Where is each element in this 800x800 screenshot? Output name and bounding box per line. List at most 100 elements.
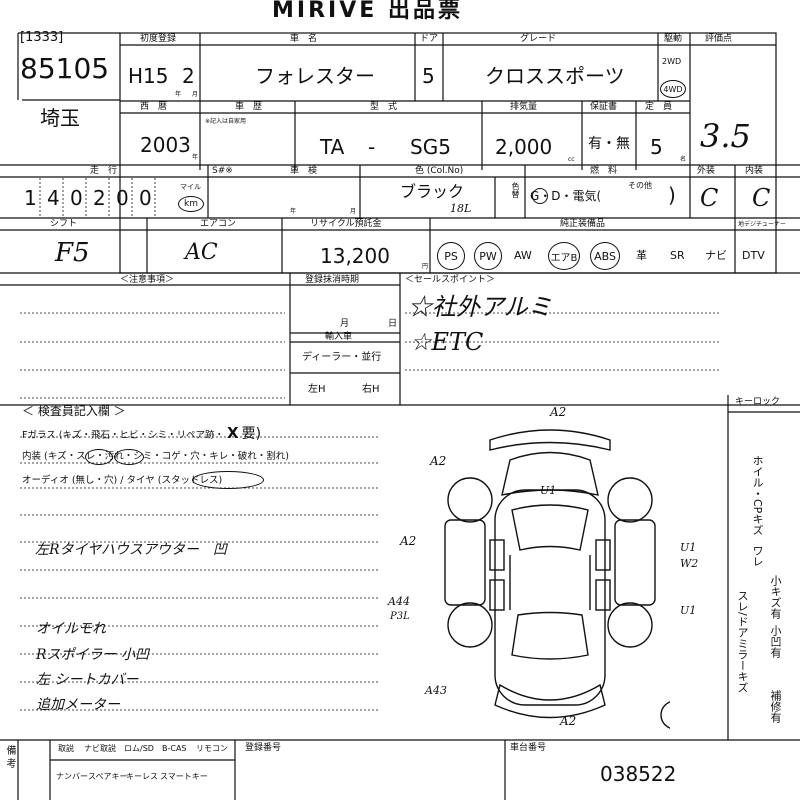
field-model-prefix: TA bbox=[320, 135, 345, 159]
field-score: 3.5 bbox=[700, 117, 751, 155]
field-ext-score: C bbox=[700, 184, 719, 212]
field-fuel-options: G・D・電気( bbox=[530, 189, 602, 203]
label-rating: 評価点 bbox=[705, 34, 733, 44]
label-import: 輸入車 bbox=[325, 332, 353, 342]
field-capacity: 5 bbox=[650, 135, 663, 159]
label-bikou: 備考 bbox=[4, 745, 15, 771]
field-warranty: 有・無 bbox=[588, 136, 630, 152]
lot-region: 埼玉 bbox=[40, 106, 80, 130]
field-int-score: C bbox=[752, 184, 771, 212]
equip-airbag: エアB bbox=[548, 242, 580, 270]
label-recovery: 登録抹消時期 bbox=[305, 275, 360, 285]
side-note-1: ホイル・CPキズ bbox=[751, 455, 764, 536]
fglass-x: X bbox=[227, 424, 239, 442]
mileage-digit-1: 1 bbox=[24, 186, 37, 210]
label-year-west: 西 暦 bbox=[140, 102, 168, 112]
sales-line-1: ☆社外アルミ bbox=[408, 293, 552, 321]
field-shift: F5 bbox=[55, 238, 90, 268]
brand-title: MIRIVE 出品票 bbox=[272, 0, 463, 22]
field-color-name: ブラック bbox=[400, 182, 465, 201]
note-hand-3: Rスポイラー 小凹 bbox=[36, 647, 149, 663]
equip-sr: SR bbox=[670, 249, 685, 262]
label-dealer: ディーラー・並行 bbox=[302, 352, 382, 363]
bottom-item-9: スマートキー bbox=[160, 772, 208, 781]
diag-mark-a43: A43 bbox=[425, 684, 447, 697]
label-capacity: 定 員 bbox=[645, 102, 673, 112]
mileage-digit-6: 0 bbox=[139, 186, 152, 210]
label-exterior: 外装 bbox=[697, 166, 716, 176]
label-displacement: 排気量 bbox=[510, 102, 538, 112]
lot-number: 85105 bbox=[20, 52, 110, 85]
diag-mark-u1-right: U1 bbox=[680, 541, 697, 554]
equip-ps: PS bbox=[437, 242, 465, 270]
label-history: 車 歴 bbox=[235, 102, 263, 112]
mileage-digit-2: 4 bbox=[47, 186, 60, 210]
field-year: 2003 bbox=[140, 133, 191, 157]
note-hand-5: 追加メーター bbox=[36, 697, 120, 713]
equip-airbag-label: エアB bbox=[550, 252, 578, 264]
label-chassis-no: 車台番号 bbox=[510, 743, 547, 753]
lot-bracket: [1333] bbox=[20, 30, 64, 45]
tire-studless-circle bbox=[192, 471, 264, 489]
label-cc: cc bbox=[568, 156, 575, 163]
diag-mark-a2-top: A2 bbox=[550, 405, 567, 419]
field-model-dash: - bbox=[368, 135, 376, 159]
mileage-digit-5: 0 bbox=[116, 186, 129, 210]
label-mile: マイル bbox=[180, 183, 201, 191]
equip-abs-label: ABS bbox=[594, 249, 616, 263]
field-color-code: 18L bbox=[450, 202, 472, 215]
label-drive: 駆動 bbox=[664, 34, 683, 44]
unit-km-text: km bbox=[184, 199, 198, 209]
label-inspection: 車 検 bbox=[290, 166, 318, 176]
bottom-item-7: スペアキー bbox=[88, 772, 128, 781]
drive-2wd: 2WD bbox=[662, 57, 682, 66]
diag-mark-a44: A44 bbox=[388, 595, 410, 608]
bottom-item-3: ロム/SD bbox=[124, 744, 154, 753]
label-keylock: キーロック bbox=[735, 397, 781, 407]
fglass-req: 要) bbox=[241, 426, 262, 442]
interior-row: 内装 (キズ・スレ・汚れ・シミ・コゲ・穴・キレ・破れ・割れ) bbox=[22, 451, 289, 462]
label-sales-point-text: セールスポイント bbox=[414, 275, 487, 285]
label-sonota: その他 bbox=[628, 181, 652, 190]
unit-km-circled: km bbox=[178, 196, 204, 212]
label-insp-year: 年 bbox=[290, 208, 297, 215]
side-note-5: 補修有 bbox=[769, 690, 782, 723]
label-recovery-month: 月 bbox=[340, 319, 350, 329]
bottom-item-1: 取説 bbox=[58, 744, 74, 753]
drive-4wd-text: 4WD bbox=[663, 84, 683, 94]
diag-mark-u1-hood: U1 bbox=[540, 484, 557, 497]
field-chassis-number: 038522 bbox=[600, 762, 677, 786]
equip-aw: AW bbox=[514, 249, 532, 262]
equip-pw-label: PW bbox=[479, 249, 497, 263]
field-model: SG5 bbox=[410, 135, 451, 159]
field-doors: 5 bbox=[422, 64, 435, 88]
label-handle-right: 右H bbox=[362, 384, 380, 395]
label-warranty: 保証書 bbox=[590, 102, 618, 112]
diag-mark-a2-bottom: A2 bbox=[560, 714, 577, 728]
bottom-item-2: ナビ取説 bbox=[84, 744, 116, 753]
bottom-item-8: キーレス bbox=[126, 772, 158, 781]
bottom-item-6: ナンバー bbox=[56, 772, 88, 781]
label-notes-text: 注意事項 bbox=[129, 275, 166, 285]
field-car-name: フォレスター bbox=[255, 64, 375, 88]
label-fuel: 燃 料 bbox=[590, 166, 618, 176]
label-col-change: 色替 bbox=[511, 182, 520, 198]
mileage-digit-4: 2 bbox=[93, 186, 106, 210]
brand-text: MIRIVE bbox=[272, 0, 378, 23]
field-grade: クロススポーツ bbox=[485, 64, 625, 88]
label-model: 型 式 bbox=[370, 102, 398, 112]
side-note-3: 小キズ有 bbox=[769, 575, 782, 619]
fglass-row: Fガラス (キズ・飛石・ヒビ・シミ・リペア跡・ X 要) bbox=[22, 424, 262, 442]
diag-mark-u1-lower: U1 bbox=[680, 604, 697, 617]
audio-row: オーディオ (無し・穴) / タイヤ (スタッドレス) bbox=[22, 475, 223, 486]
drive-4wd-circled: 4WD bbox=[660, 80, 686, 98]
field-displacement: 2,000 bbox=[495, 135, 553, 159]
field-reg-month: 2 bbox=[182, 64, 195, 88]
fuel-close-paren: ) bbox=[668, 183, 676, 207]
label-wareki-month: 月 bbox=[192, 91, 199, 98]
field-recycle-fee: 13,200 bbox=[320, 244, 390, 268]
sales-line-2: ☆ETC bbox=[410, 328, 484, 356]
note-hand-2: オイルモれ bbox=[36, 621, 106, 637]
field-aircon: AC bbox=[185, 240, 218, 265]
fglass-text: Fガラス (キズ・飛石・ヒビ・シミ・リペア跡・ bbox=[22, 430, 225, 441]
